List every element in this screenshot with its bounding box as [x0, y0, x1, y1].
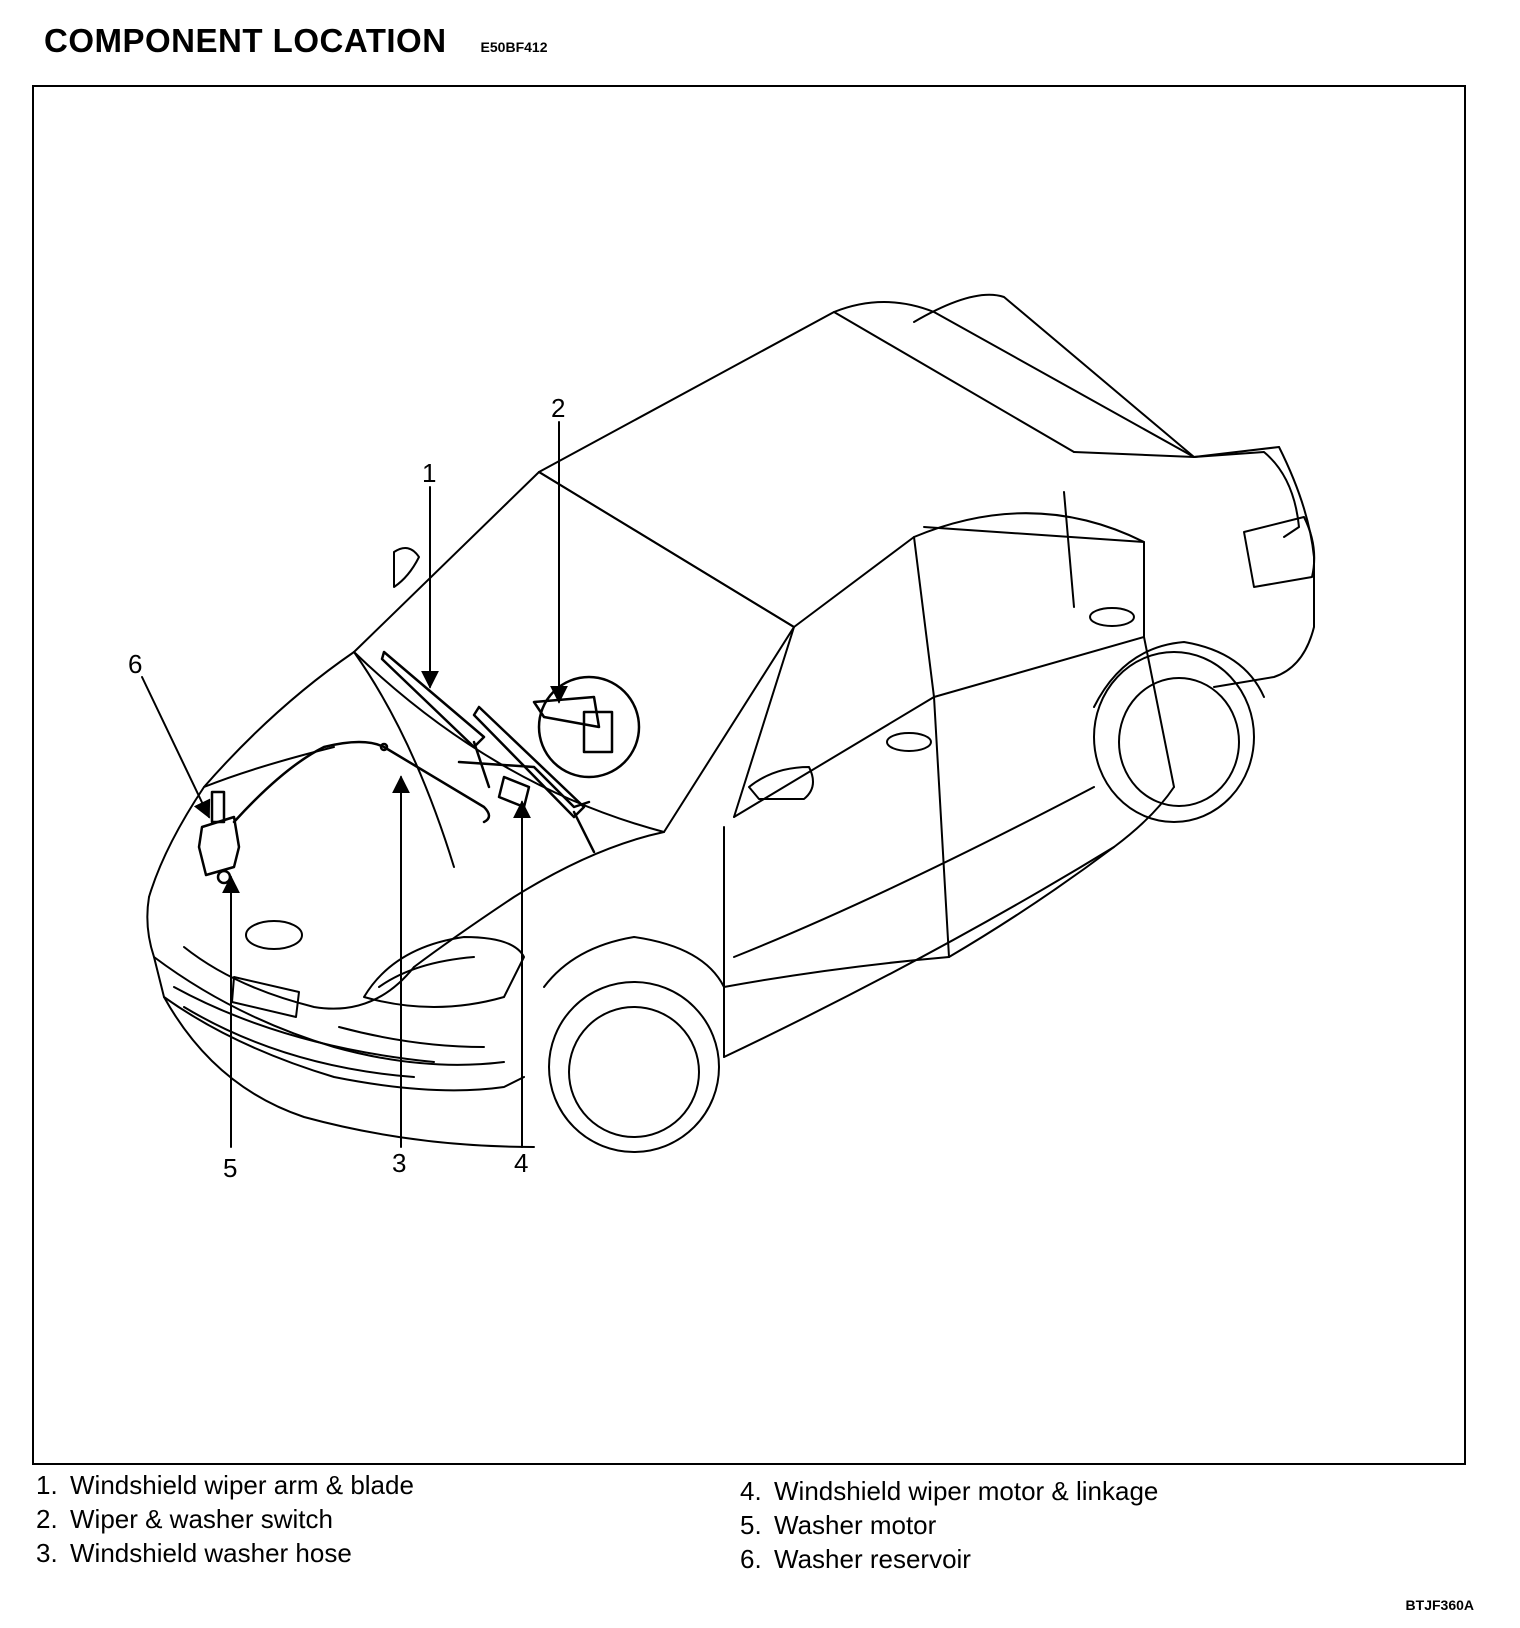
- wiper-switch-ring: [537, 675, 641, 779]
- figure-code: BTJF360A: [1405, 1597, 1474, 1613]
- components: [197, 650, 641, 885]
- legend-label: Windshield wiper motor & linkage: [774, 1476, 1159, 1506]
- legend-item: 3. Windshield washer hose: [36, 1536, 414, 1570]
- wiper-blade-1: [380, 650, 486, 749]
- legend-number: 1.: [36, 1470, 58, 1500]
- legend-item: 1. Windshield wiper arm & blade: [36, 1468, 414, 1502]
- legend-number: 4.: [740, 1476, 762, 1506]
- legend-left: 1. Windshield wiper arm & blade 2. Wiper &…: [36, 1468, 414, 1570]
- callout-1: 1: [422, 458, 436, 488]
- washer-hose: [232, 740, 491, 824]
- wiper-motor: [497, 775, 531, 809]
- callout-2: 2: [551, 393, 565, 423]
- car-outline: [146, 293, 1316, 1153]
- legend-number: 5.: [740, 1510, 762, 1540]
- diagram-frame: 1 2 3 4 5 6: [32, 85, 1466, 1465]
- legend-label: Windshield washer hose: [70, 1538, 352, 1568]
- washer-motor: [216, 869, 232, 885]
- callout-4: 4: [514, 1148, 528, 1178]
- legend-item: 2. Wiper & washer switch: [36, 1502, 414, 1536]
- legend-number: 6.: [740, 1544, 762, 1574]
- washer-reservoir: [197, 815, 241, 877]
- legend-item: 5. Washer motor: [740, 1508, 1158, 1542]
- legend-label: Washer motor: [774, 1510, 937, 1540]
- callout-5: 5: [223, 1153, 237, 1183]
- legend-item: 6. Washer reservoir: [740, 1542, 1158, 1576]
- page-title: COMPONENT LOCATION: [44, 22, 447, 59]
- legend-label: Washer reservoir: [774, 1544, 971, 1574]
- legend-number: 3.: [36, 1538, 58, 1568]
- legend-item: 4. Windshield wiper motor & linkage: [740, 1474, 1158, 1508]
- callout-3: 3: [392, 1148, 406, 1178]
- wiper-linkage: [457, 760, 591, 809]
- callout-6: 6: [128, 649, 142, 679]
- legend-label: Windshield wiper arm & blade: [70, 1470, 414, 1500]
- wiper-blade-2: [472, 705, 586, 819]
- page-header: COMPONENT LOCATION E50BF412: [44, 22, 547, 60]
- car-diagram: 1 2 3 4 5 6: [128, 293, 1316, 1183]
- section-code: E50BF412: [480, 39, 548, 55]
- legend-label: Wiper & washer switch: [70, 1504, 333, 1534]
- legend-number: 2.: [36, 1504, 58, 1534]
- callout-leaders: [141, 421, 568, 1148]
- legend-right: 4. Windshield wiper motor & linkage 5. Was…: [740, 1474, 1158, 1576]
